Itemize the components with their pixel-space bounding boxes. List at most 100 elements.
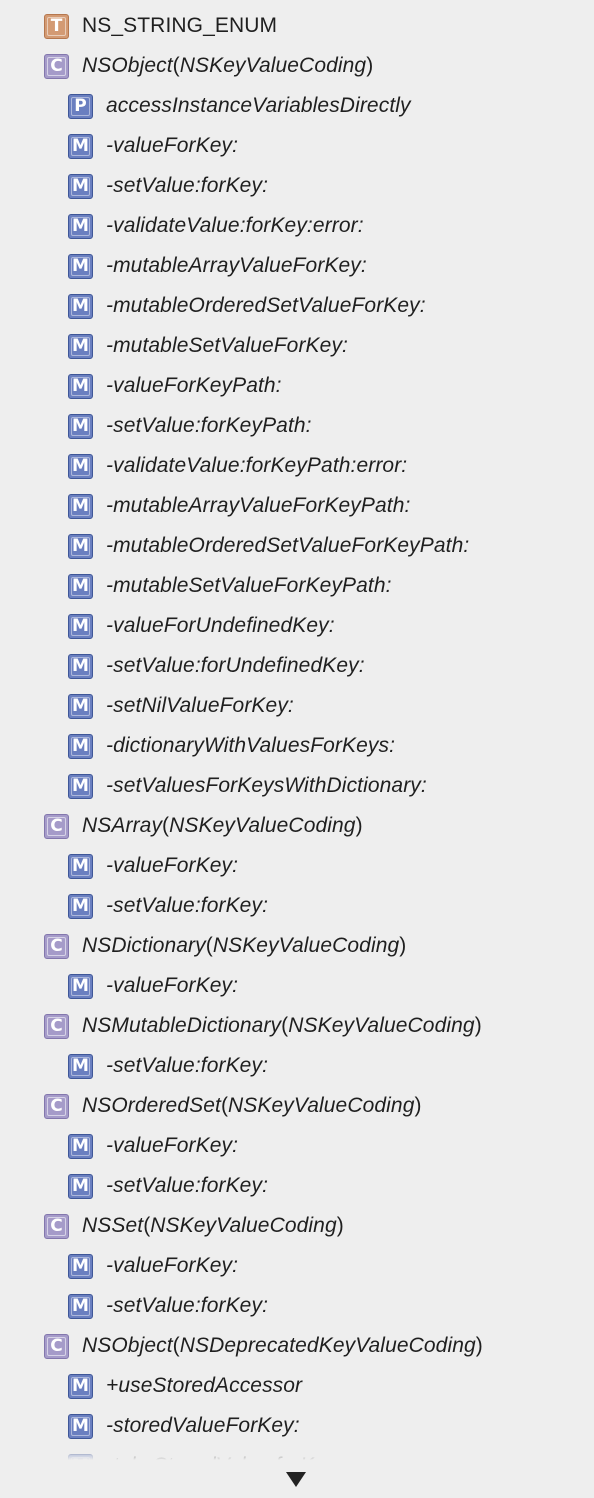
method-label: -setValue:forKey: [106, 174, 268, 197]
paren-close: ) [414, 1094, 422, 1117]
method-icon: M [68, 1053, 93, 1079]
category-row[interactable]: C NSOrderedSet(NSKeyValueCoding) [0, 1086, 594, 1126]
method-icon: M [68, 133, 93, 159]
category-label: NSOrderedSet(NSKeyValueCoding) [82, 1094, 422, 1118]
method-label: -setValuesForKeysWithDictionary: [106, 774, 427, 797]
class-name: NSDictionary [82, 934, 206, 957]
method-row[interactable]: M-setValue:forKeyPath: [0, 406, 594, 446]
method-label: -validateValue:forKey:error: [106, 214, 364, 237]
method-icon: M [68, 333, 93, 359]
method-label: -valueForKey: [106, 854, 239, 877]
category-icon: C [44, 1213, 69, 1239]
method-row[interactable]: M-mutableOrderedSetValueForKey: [0, 286, 594, 326]
category-row[interactable]: C NSSet(NSKeyValueCoding) [0, 1206, 594, 1246]
class-name: NSObject [82, 1334, 173, 1357]
category-label: NSSet(NSKeyValueCoding) [82, 1214, 344, 1238]
property-label: accessInstanceVariablesDirectly [106, 94, 411, 117]
category-label: NSDictionary(NSKeyValueCoding) [82, 934, 406, 958]
paren-open: ( [172, 54, 180, 77]
method-row[interactable]: M-mutableSetValueForKey: [0, 326, 594, 366]
paren-close: ) [366, 54, 374, 77]
category-name: NSKeyValueCoding [212, 934, 400, 957]
method-label: -valueForKey: [106, 974, 239, 997]
class-name: NSArray [82, 814, 163, 837]
method-row[interactable]: M-setValue:forKey: [0, 1286, 594, 1326]
method-label: -setValue:forUndefinedKey: [106, 654, 365, 677]
method-label: -setValue:forKey: [106, 1294, 268, 1317]
method-row[interactable]: M -setValue:forKey: [0, 1166, 594, 1206]
method-row[interactable]: M-validateValue:forKeyPath:error: [0, 446, 594, 486]
paren-open: ( [172, 1334, 180, 1357]
method-label: -mutableArrayValueForKey: [106, 254, 367, 277]
method-icon: M [68, 1413, 93, 1439]
paren-close: ) [355, 814, 363, 837]
method-row[interactable]: M -mutableArrayValueForKey: [0, 246, 594, 286]
typedef-icon: T [44, 13, 69, 39]
menu-scroll-footer [0, 1460, 594, 1498]
method-icon: M [68, 173, 93, 199]
method-icon: M [68, 613, 93, 639]
property-icon: P [68, 93, 93, 119]
method-row[interactable]: M-setNilValueForKey: [0, 686, 594, 726]
method-row[interactable]: M -storedValueForKey: [0, 1406, 594, 1446]
method-icon: M [68, 1173, 93, 1199]
category-name: NSKeyValueCoding [179, 54, 367, 77]
method-row[interactable]: M -valueForKey: [0, 966, 594, 1006]
method-icon: M [68, 573, 93, 599]
method-icon: M [68, 973, 93, 999]
method-row[interactable]: M-setValuesForKeysWithDictionary: [0, 766, 594, 806]
method-label: -mutableOrderedSetValueForKey: [106, 294, 426, 317]
method-row[interactable]: M -mutableSetValueForKeyPath: [0, 566, 594, 606]
method-row[interactable]: M-valueForKey: [0, 1246, 594, 1286]
method-label: -storedValueForKey: [106, 1414, 300, 1437]
method-row[interactable]: M-valueForKey: [0, 1126, 594, 1166]
category-icon: C [44, 1093, 69, 1119]
method-row[interactable]: M+useStoredAccessor [0, 1366, 594, 1406]
method-row[interactable]: M-setValue:forKey: [0, 886, 594, 926]
category-label: NSObject(NSDeprecatedKeyValueCoding) [82, 1334, 483, 1358]
method-label: -valueForKey: [106, 1254, 239, 1277]
scroll-fade [0, 1444, 594, 1460]
paren-open: ( [143, 1214, 151, 1237]
method-row[interactable]: M -valueForKeyPath: [0, 366, 594, 406]
method-icon: M [68, 893, 93, 919]
method-label: -dictionaryWithValuesForKeys: [106, 734, 396, 757]
method-icon: M [68, 453, 93, 479]
method-icon: M [68, 653, 93, 679]
method-row[interactable]: M -setValue:forKey: [0, 1046, 594, 1086]
paren-close: ) [399, 934, 407, 957]
down-triangle-icon[interactable] [286, 1471, 306, 1487]
method-icon: M [68, 413, 93, 439]
method-label: -setValue:forKey: [106, 1054, 268, 1077]
method-row[interactable]: M-valueForKey: [0, 126, 594, 166]
method-label: -valueForKey: [106, 1134, 239, 1157]
class-name: NSSet [82, 1214, 144, 1237]
method-row[interactable]: M-validateValue:forKey:error: [0, 206, 594, 246]
category-icon: C [44, 1013, 69, 1039]
method-icon: M [68, 853, 93, 879]
method-row[interactable]: M -setValue:forKey: [0, 166, 594, 206]
method-label: -mutableSetValueForKeyPath: [106, 574, 392, 597]
method-row[interactable]: M -setValue:forUndefinedKey: [0, 646, 594, 686]
method-row[interactable]: M -mutableArrayValueForKeyPath: [0, 486, 594, 526]
method-icon: M [68, 253, 93, 279]
category-name: NSKeyValueCoding [150, 1214, 337, 1237]
method-row[interactable]: M -valueForKey: [0, 846, 594, 886]
method-label: -valueForKeyPath: [106, 374, 282, 397]
category-label: NSArray(NSKeyValueCoding) [82, 814, 363, 838]
method-row[interactable]: M-valueForUndefinedKey: [0, 606, 594, 646]
method-icon: M [68, 493, 93, 519]
method-icon: M [68, 373, 93, 399]
method-row[interactable]: M-dictionaryWithValuesForKeys: [0, 726, 594, 766]
method-label: -mutableArrayValueForKeyPath: [106, 494, 411, 517]
class-name: NSMutableDictionary [82, 1014, 282, 1037]
method-label: -setValue:forKey: [106, 1174, 268, 1197]
method-row[interactable]: M-mutableOrderedSetValueForKeyPath: [0, 526, 594, 566]
